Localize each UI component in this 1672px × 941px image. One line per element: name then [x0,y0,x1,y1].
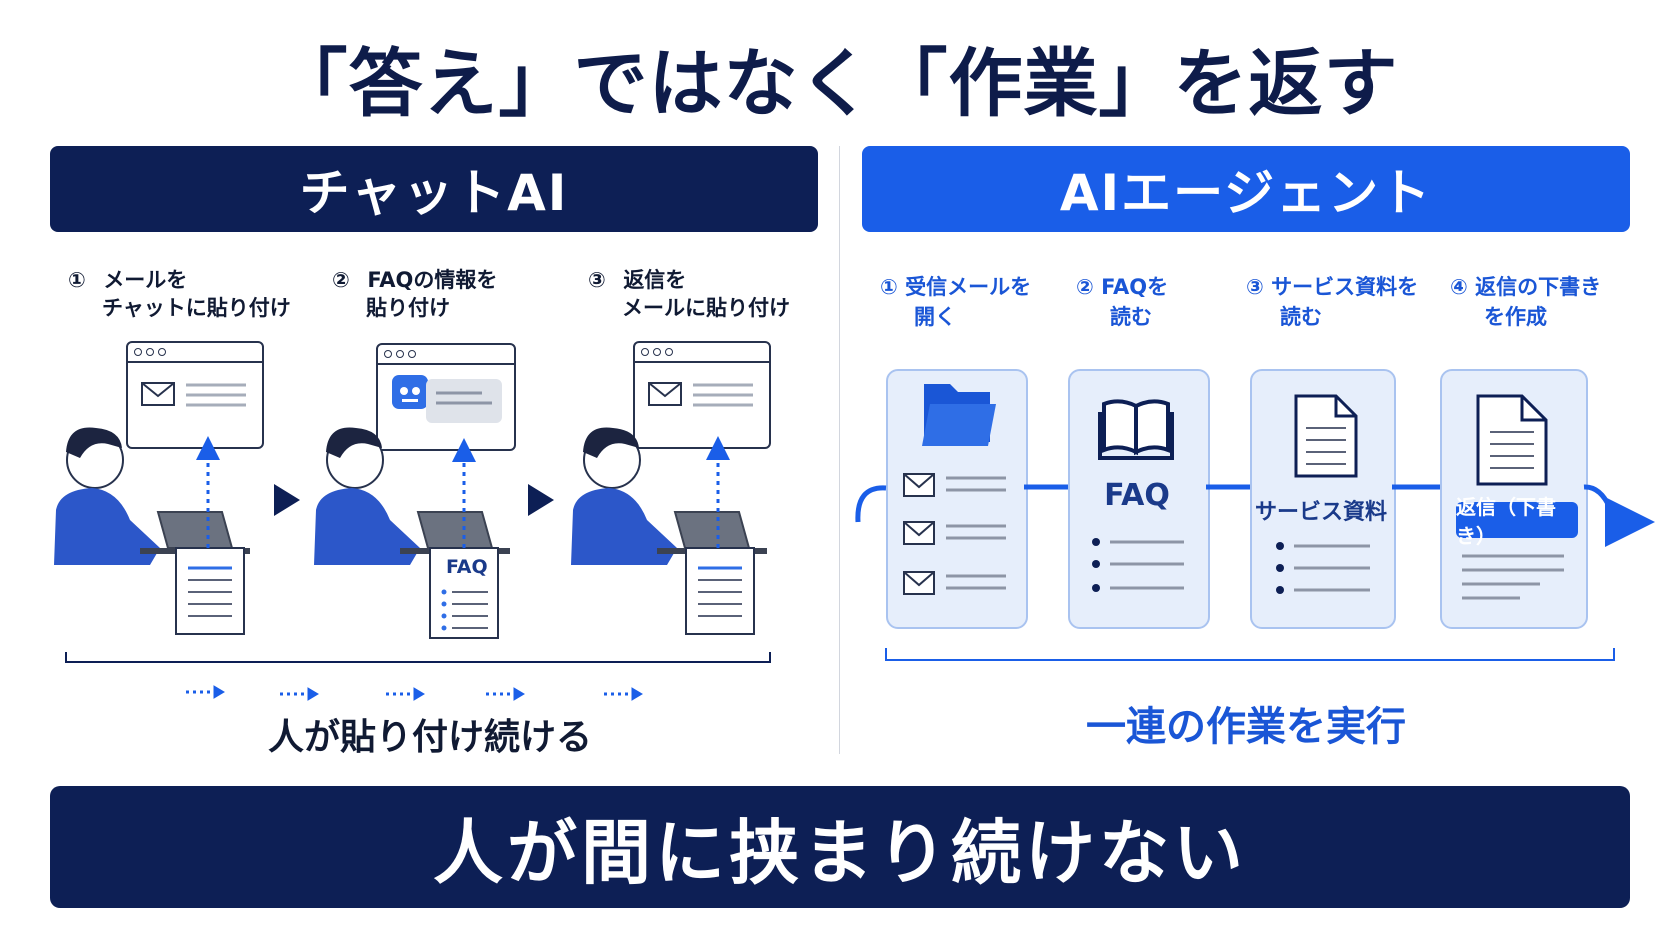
mail-icon [648,382,753,407]
panel-divider [839,146,840,754]
faq-card-label: FAQ [1104,478,1170,513]
document-icon [685,547,755,635]
chat-caption: 人が貼り付け続ける [267,717,592,758]
chat-window-reply [633,341,771,449]
chat-step-1: ① メールを チャットに貼り付け [68,268,291,320]
reply-draft-badge: 返信（下書き） [1456,495,1578,548]
laptop-icon [140,511,250,554]
service-card-label: サービス資料 [1254,500,1387,525]
chat-window-email [126,341,264,449]
ai-agent-header: AIエージェント [862,146,1630,232]
agent-bracket [885,648,1615,661]
chat-ai-header: チャットAI [50,146,818,232]
dotted-arrows [186,685,643,701]
chat-step-2: ② FAQの情報を 貼り付け [332,268,498,320]
agent-step-1: ① 受信メールを 開く [880,275,1032,329]
agent-step-2: ② FAQを 読む [1076,275,1169,329]
flow-arrow [1583,484,1655,547]
document-icon [175,547,245,635]
agent-caption: 一連の作業を実行 [1086,704,1406,750]
bottom-banner: 人が間に挟まり続けない [50,786,1630,908]
laptop-icon [400,511,510,554]
agent-step-4: ④ 返信の下書き を作成 [1450,275,1602,329]
chat-bracket [65,652,771,663]
play-arrow-icon [528,484,554,516]
mail-icon [141,382,246,407]
agent-step-3: ③ サービス資料を 読む [1246,275,1419,329]
flow-line [855,485,887,523]
card-inbox [886,369,1028,629]
page-title: 「答え」ではなく「作業」を返す [273,41,1399,127]
laptop-icon [657,511,767,554]
faq-doc-label: FAQ [446,556,488,578]
chat-step-3: ③ 返信を メールに貼り付け [588,268,790,320]
play-arrow-icon [274,484,300,516]
chat-window-bot [376,343,516,451]
robot-icon [392,375,502,423]
